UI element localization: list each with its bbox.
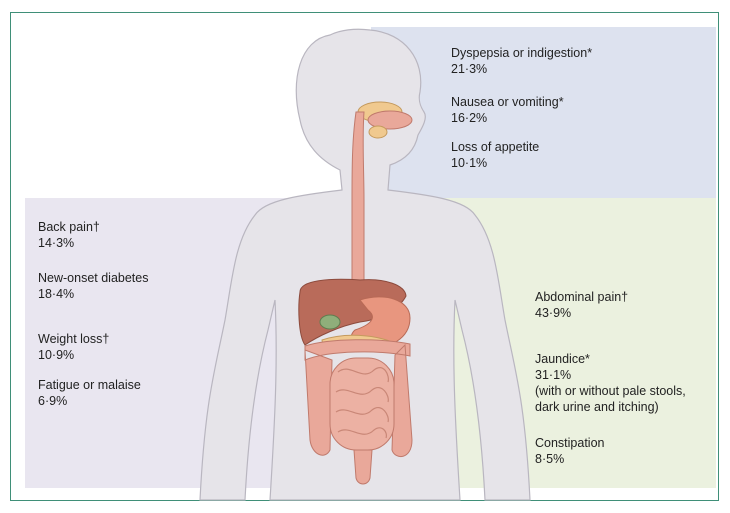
symptom-name: Loss of appetite <box>451 140 540 154</box>
symptom-value: 43·9% <box>535 306 572 320</box>
symptom-name: Constipation <box>535 436 605 450</box>
symptom-nausea: Nausea or vomiting* 16·2% <box>451 94 564 126</box>
symptom-name: Abdominal pain† <box>535 290 629 304</box>
symptom-note: dark urine and itching) <box>535 400 659 414</box>
symptom-new-onset-diabetes: New-onset diabetes 18·4% <box>38 270 148 302</box>
large-intestine <box>304 339 413 458</box>
symptom-name: New-onset diabetes <box>38 271 149 285</box>
symptom-name: Dyspepsia or indigestion* <box>451 46 593 60</box>
symptom-value: 31·1% <box>535 368 572 382</box>
esophagus <box>351 111 365 301</box>
upper-gi-panel <box>371 27 716 210</box>
symptom-dyspepsia: Dyspepsia or indigestion* 21·3% <box>451 45 592 77</box>
symptom-value: 6·9% <box>38 394 68 408</box>
symptom-back-pain: Back pain† 14·3% <box>38 219 100 251</box>
symptom-fatigue: Fatigue or malaise 6·9% <box>38 377 141 409</box>
symptom-value: 8·5% <box>535 452 565 466</box>
intestine-folds <box>335 367 389 439</box>
mouth-salivary-glands <box>357 101 413 139</box>
symptom-weight-loss: Weight loss† 10·9% <box>38 331 109 363</box>
small-intestine <box>329 357 395 451</box>
rectum <box>353 449 373 485</box>
human-body-silhouette <box>199 28 531 501</box>
symptom-value: 14·3% <box>38 236 75 250</box>
symptom-abdominal-pain: Abdominal pain† 43·9% <box>535 289 628 321</box>
symptom-value: 21·3% <box>451 62 488 76</box>
symptom-value: 16·2% <box>451 111 488 125</box>
symptom-name: Back pain† <box>38 220 100 234</box>
symptom-jaundice: Jaundice* 31·1% (with or without pale st… <box>535 351 686 415</box>
symptom-value: 10·1% <box>451 156 488 170</box>
symptom-name: Nausea or vomiting* <box>451 95 564 109</box>
symptom-name: Jaundice* <box>535 352 590 366</box>
symptom-value: 10·9% <box>38 348 75 362</box>
symptom-value: 18·4% <box>38 287 75 301</box>
gallbladder <box>319 314 341 330</box>
symptom-loss-of-appetite: Loss of appetite 10·1% <box>451 139 539 171</box>
symptom-name: Fatigue or malaise <box>38 378 141 392</box>
symptom-note: (with or without pale stools, <box>535 384 686 398</box>
symptom-name: Weight loss† <box>38 332 110 346</box>
symptom-constipation: Constipation 8·5% <box>535 435 605 467</box>
